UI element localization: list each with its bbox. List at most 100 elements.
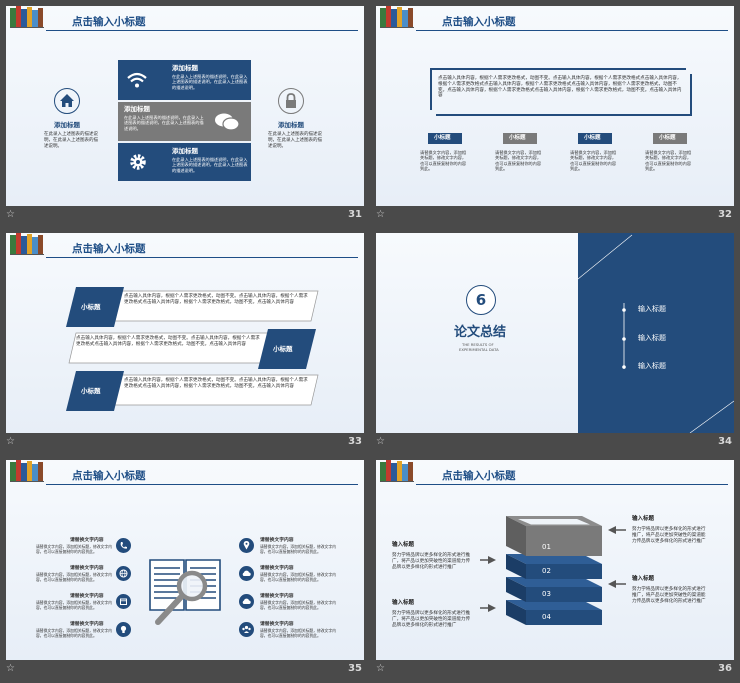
left-item-1-text: 请替换文字内容，添加相关标题，修改文字内容，也可以直接复制你的内容到此。 (36, 544, 112, 554)
slide-title: 点击输入小标题 (442, 16, 516, 28)
phone-icon (120, 542, 127, 549)
block-2-heading: 输入标题 (392, 542, 415, 548)
right-item-3-heading: 请替换文字内容 (260, 594, 294, 599)
thumbnail-footer: ☆ 36 (370, 660, 740, 681)
block-4-text: 努力学将品牌以更多样化的形式进行推广，将产品以更加突破性的渠道能力传品牌以更多样… (392, 611, 471, 628)
star-icon[interactable]: ☆ (6, 436, 15, 447)
tag-4-label: 小标题 (659, 135, 676, 141)
row-3-text: 点击输入具体内容，根据个人需求更改格式，动图不变。点击输入具体内容，根据个人需求… (124, 378, 308, 390)
panel-item-2: 输入标题 (638, 334, 666, 342)
slide-title: 点击输入小标题 (442, 470, 516, 482)
block-3-text: 努力学将品牌以更多样化的形式进行推广，将产品以更加突破性的渠道能力传品牌以更多样… (632, 587, 706, 604)
slide-canvas: 点击输入小标题 请替换文字内容 请替换文字内容，添加相关标题，修改文字内容，也可… (6, 460, 364, 660)
right-item-1-text: 请替换文字内容，添加相关标题，修改文字内容，也可以直接复制你的内容到此。 (260, 544, 336, 554)
section-subtitle-1: THE RESULTS OF (462, 342, 494, 347)
block-4-heading: 输入标题 (392, 600, 415, 606)
bar-3-heading: 添加标题 (172, 147, 198, 155)
slide-title: 点击输入小标题 (72, 243, 146, 255)
slide-number: 32 (718, 209, 732, 220)
books-logo (10, 460, 44, 482)
layer-stack (480, 516, 626, 625)
right-item-4-badge (239, 622, 254, 637)
corner-frame-bottom-right (436, 74, 692, 116)
slide-number: 34 (718, 436, 732, 447)
home-icon (60, 94, 74, 107)
left-item-3-badge (116, 594, 131, 609)
star-icon[interactable]: ☆ (376, 436, 385, 447)
slide-thumbnail-34[interactable]: 6 论文总结 THE RESULTS OF EXPERIMENTAL DATA … (370, 227, 740, 454)
right-item-4-heading: 请替换文字内容 (260, 622, 294, 627)
tag-4-text: 请替换文字内容，添加相关标题，修改文字内容，也可以直接复制你的内容到此。 (645, 150, 692, 172)
slide-canvas: 点击输入小标题 小标题 点击输入具体内容，根据个人需求更改格式，动图不变。点击输… (6, 233, 364, 433)
tag-2: 小标题 (503, 133, 537, 144)
slide-thumbnail-31[interactable]: 点击输入小标题 添加标题 在此录入上述图表的描述说明，在此录入上述图表的描述说明… (0, 0, 370, 227)
tag-3: 小标题 (578, 133, 612, 144)
section-subtitle-2: EXPERIMENTAL DATA (459, 347, 499, 352)
left-heading: 添加标题 (54, 121, 80, 129)
slide-canvas: 点击输入小标题 (376, 460, 734, 660)
thumbnail-footer: ☆ 33 (0, 433, 370, 454)
tag-3-label: 小标题 (584, 135, 601, 141)
slide-number: 33 (348, 436, 362, 447)
cloud-icon (242, 570, 251, 576)
slide-thumbnail-32[interactable]: 点击输入小标题 点击输入具体内容，根据个人需求更改格式，动图不变。点击输入具体内… (370, 0, 740, 227)
row-1-text: 点击输入具体内容，根据个人需求更改格式，动图不变。点击输入具体内容，根据个人需求… (124, 294, 308, 306)
slide-thumbnail-36[interactable]: 点击输入小标题 (370, 454, 740, 681)
corner-frame-top-left (430, 68, 686, 110)
right-item-3-text: 请替换文字内容，添加相关标题，修改文字内容，也可以直接复制你的内容到此。 (260, 600, 336, 610)
row-1-label: 小标题 (81, 303, 101, 311)
right-item-1-heading: 请替换文字内容 (260, 538, 294, 543)
books-logo (380, 6, 414, 28)
block-3-heading: 输入标题 (632, 576, 655, 582)
row-2-text: 点击输入具体内容，根据个人需求更改格式，动图不变。点击输入具体内容，根据个人需求… (76, 336, 260, 348)
title-underline (46, 30, 358, 31)
books-logo (10, 6, 44, 28)
content-box-text: 点击输入具体内容，根据个人需求更改格式，动图不变。点击输入具体内容，根据个人需求… (438, 76, 682, 99)
home-circle (54, 88, 80, 114)
block-1-text: 努力学将品牌以更多样化的形式进行推广，将产品以更加突破性的渠道能力传品牌以更多样… (632, 527, 706, 544)
star-icon[interactable]: ☆ (376, 209, 385, 220)
right-heading: 添加标题 (278, 121, 304, 129)
panel-item-1: 输入标题 (638, 305, 666, 313)
bar-2-heading: 添加标题 (124, 105, 150, 113)
right-item-1-badge (239, 538, 254, 553)
thumbnail-footer: ☆ 31 (0, 206, 370, 227)
slide-thumbnail-33[interactable]: 点击输入小标题 小标题 点击输入具体内容，根据个人需求更改格式，动图不变。点击输… (0, 227, 370, 454)
section-number: 6 (475, 291, 487, 309)
right-item-3-badge (239, 594, 254, 609)
left-item-1-heading: 请替换文字内容 (70, 538, 104, 543)
block-2-text: 努力学将品牌以更多样化的形式进行推广，将产品以更加突破性的渠道能力传品牌以更多样… (392, 553, 471, 570)
slide-title: 点击输入小标题 (72, 470, 146, 482)
panel-item-3: 输入标题 (638, 362, 666, 370)
layer-2-label: 02 (542, 567, 551, 575)
left-item-4-badge (116, 622, 131, 637)
bar-3: 添加标题 在此录入上述图表的描述说明，在此录入上述图表的描述说明，在此录入上述图… (118, 143, 251, 181)
bar-1-heading: 添加标题 (172, 64, 198, 72)
slide-thumbnail-35[interactable]: 点击输入小标题 请替换文字内容 请替换文字内容，添加相关标题，修改文字内容，也可… (0, 454, 370, 681)
left-item-3-text: 请替换文字内容，添加相关标题，修改文字内容，也可以直接复制你的内容到此。 (36, 600, 112, 610)
slide-canvas: 6 论文总结 THE RESULTS OF EXPERIMENTAL DATA … (376, 233, 734, 433)
star-icon[interactable]: ☆ (6, 663, 15, 674)
bar-2-text: 在此录入上述图表的描述说明，在此录入上述图表的描述说明，在此录入上述图表的描述说… (124, 115, 204, 131)
title-underline (416, 30, 728, 31)
tag-1-text: 请替换文字内容，添加相关标题，修改文字内容，也可以直接复制你的内容到此。 (420, 150, 467, 172)
slide-canvas: 点击输入小标题 添加标题 在此录入上述图表的描述说明，在此录入上述图表的描述说明… (6, 6, 364, 206)
star-icon[interactable]: ☆ (376, 663, 385, 674)
calendar-icon (120, 598, 127, 605)
cloud-icon (242, 598, 251, 604)
right-text: 在此录入上述图表的描述说明，在此录入上述图表的描述说明。 (268, 132, 322, 149)
row-frames (66, 287, 319, 411)
left-text: 在此录入上述图表的描述说明，在此录入上述图表的描述说明。 (44, 132, 98, 149)
left-item-2-badge (116, 566, 131, 581)
star-icon[interactable]: ☆ (6, 209, 15, 220)
left-item-1-badge (116, 538, 131, 553)
lock-circle (278, 88, 304, 114)
bar-1-text: 在此录入上述图表的描述说明，在此录入上述图表的描述说明，在此录入上述图表的描述说… (172, 74, 248, 90)
right-item-2-text: 请替换文字内容，添加相关标题，修改文字内容，也可以直接复制你的内容到此。 (260, 572, 336, 582)
book-magnifier-illustration (149, 559, 221, 625)
layer-1-label: 01 (542, 543, 551, 551)
pin-icon (243, 540, 250, 550)
right-item-2-badge (239, 566, 254, 581)
bulb-icon (120, 625, 127, 633)
